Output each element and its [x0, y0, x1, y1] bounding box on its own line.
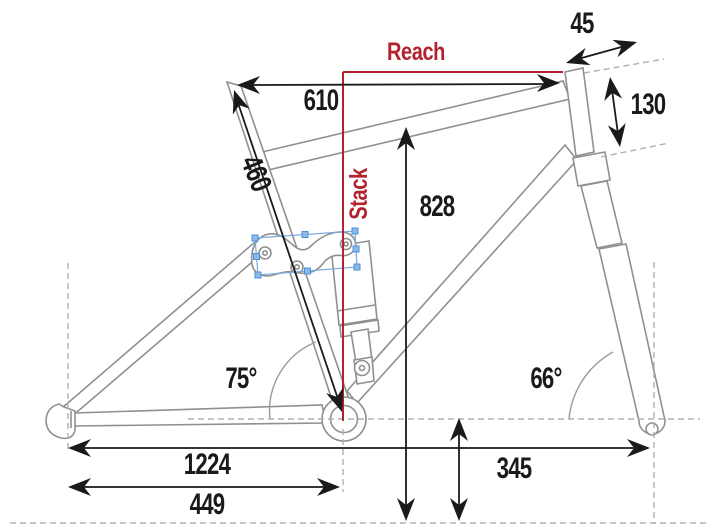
headtube-dim-line [611, 89, 619, 135]
fork-crown [572, 151, 611, 187]
handle-bottom-right[interactable] [353, 263, 361, 271]
arrow-610-left [237, 76, 260, 94]
seat-tube-dim-line [237, 102, 339, 400]
top-tube-dim-line [248, 83, 549, 86]
frame-outline [45, 67, 666, 442]
rear-dropout [45, 403, 76, 440]
chainstay-tube [73, 404, 327, 427]
dimension-lines [81, 45, 637, 508]
handle-mid-left[interactable] [253, 253, 260, 260]
head-angle-arc [568, 351, 614, 420]
arrow-45-left [566, 47, 591, 66]
arrow-610-right [537, 74, 560, 92]
angle-arcs [268, 341, 614, 420]
arrow-828-top [397, 127, 415, 150]
chainstay-value: 449 [190, 487, 225, 521]
wheelbase-value: 1224 [184, 447, 231, 481]
seat-angle-value: 75° [225, 361, 257, 395]
reach-label: Reach [387, 38, 445, 66]
arrow-449-right [317, 478, 340, 496]
arrow-45-right [612, 39, 637, 58]
seat-angle-arc [268, 341, 317, 420]
head-angle-value: 66° [530, 361, 562, 395]
selection-box[interactable] [251, 227, 361, 279]
handle-top-mid[interactable] [301, 231, 309, 238]
arrow-1224-left [68, 439, 91, 457]
arrow-1224-right [627, 439, 650, 457]
arrow-828-bottom [397, 498, 415, 521]
standover-value: 828 [420, 189, 455, 223]
head-offset-value: 45 [570, 6, 593, 40]
fork-stanchion [580, 180, 623, 249]
handle-bottom-left[interactable] [254, 271, 262, 279]
arrow-130-top [604, 77, 623, 102]
top-tube-value: 610 [304, 83, 339, 117]
stack-label: Stack [345, 168, 373, 220]
axle-height-value: 345 [497, 451, 532, 485]
shock-upper-bolt [343, 241, 349, 247]
arrow-345-bottom [450, 498, 468, 521]
handle-top-left[interactable] [251, 234, 259, 242]
arrow-130-bottom [607, 122, 626, 147]
arrow-345-top [450, 418, 468, 441]
offset-dim-line [577, 45, 626, 60]
shock-end-cap [339, 319, 380, 338]
head-top-dash [583, 58, 665, 74]
head-tube-value: 130 [631, 87, 666, 121]
rocker-front-pivot-bolt [261, 250, 268, 257]
selection-handles[interactable] [251, 227, 361, 279]
front-axle [645, 422, 659, 436]
fork-lower-leg [598, 243, 666, 435]
handle-bottom-mid[interactable] [304, 267, 311, 275]
handle-mid-right[interactable] [352, 245, 360, 253]
reference-lines [10, 58, 706, 524]
head-bottom-dash [600, 142, 670, 158]
arrow-460-bottom [326, 387, 344, 412]
arrow-449-left [68, 478, 91, 496]
dimension-arrowheads [68, 39, 650, 521]
reach-stack-lines [342, 71, 563, 421]
handle-top-right[interactable] [351, 227, 359, 235]
head-tube [564, 67, 595, 157]
main-pivot-bolt [358, 364, 366, 372]
rocker-center-pivot-bolt [293, 263, 300, 270]
arrow-460-top [232, 90, 250, 115]
